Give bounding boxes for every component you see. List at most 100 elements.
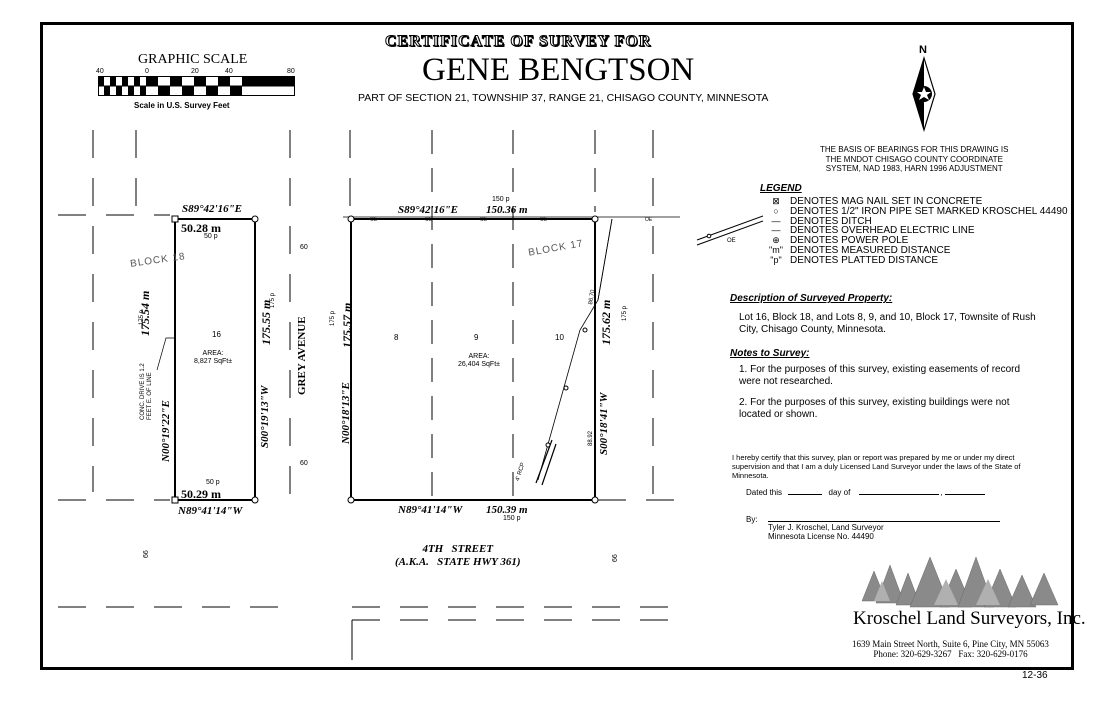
row-width-label: 60: [300, 244, 308, 251]
iron-pipe-icon: [251, 496, 259, 504]
legend-text: DENOTES 1/2" IRON PIPE SET MARKED KROSCH…: [790, 205, 1068, 217]
power-pole-icon: [563, 385, 569, 391]
day-of-label: day of: [828, 488, 851, 497]
area-label: AREA:: [202, 350, 224, 357]
b18-area: AREA:8,827 SqFt±: [194, 350, 232, 366]
lot-8-label: 8: [394, 333, 399, 342]
notes-title: Notes to Survey:: [730, 348, 810, 359]
legend-text: DENOTES DITCH: [790, 215, 872, 227]
lot-10-label: 10: [555, 333, 564, 342]
month-blank: [858, 494, 939, 495]
oe-label: OE: [425, 217, 433, 223]
power-pole-icon: [545, 442, 551, 448]
signature-line: [768, 521, 1000, 522]
north-label: N: [919, 44, 927, 56]
scale-tick-label: 0: [145, 68, 149, 75]
legend-symbol: "m": [769, 244, 783, 255]
oe-label: OE: [645, 217, 653, 223]
iron-pipe-icon: [251, 215, 259, 223]
date-comma: ,: [940, 488, 943, 497]
legend-text: DENOTES OVERHEAD ELECTRIC LINE: [790, 225, 975, 237]
legend-item: ⊠DENOTES MAG NAIL SET IN CONCRETE: [762, 196, 1068, 207]
surveyor-info: Tyler J. Kroschel, Land Surveyor Minneso…: [768, 523, 884, 541]
scale-tick-label: 40: [225, 68, 233, 75]
b17-west-bearing: N00°18'13"E: [340, 382, 352, 444]
b18-south-distance: 50.29 m: [181, 487, 221, 501]
legend-text: DENOTES POWER POLE: [790, 235, 909, 247]
iron-pipe-icon: [347, 215, 355, 223]
legend-symbol: "p": [770, 254, 782, 265]
description-title: Description of Surveyed Property:: [730, 293, 893, 304]
location-subtitle: PART OF SECTION 21, TOWNSHIP 37, RANGE 2…: [358, 92, 769, 104]
b17-south-bearing: N89°41'14"W: [398, 504, 463, 516]
b17-west-plat: 175 p: [330, 310, 336, 326]
iron-pipe-icon: [591, 496, 599, 504]
b17-south-distance: 150.39 m: [486, 504, 528, 516]
lot-9-label: 9: [474, 333, 479, 342]
by-label: By:: [746, 515, 758, 524]
b18-south-bearing: N89°41'14"W: [178, 505, 243, 517]
legend-text: DENOTES PLATTED DISTANCE: [790, 254, 938, 266]
b17-north-distance: 150.36 m: [486, 204, 528, 216]
b18-south-plat: 50 p: [206, 479, 220, 486]
iron-pipe-icon: [347, 496, 355, 504]
scale-tick-label: 20: [191, 68, 199, 75]
b17-south-plat: 150 p: [503, 515, 521, 522]
sheet-number: 12-36: [1022, 670, 1048, 681]
b17-area: AREA:26,404 SqFt±: [458, 353, 500, 369]
svg-text:OE: OE: [727, 238, 736, 244]
scale-tick-label: 80: [287, 68, 295, 75]
year-blank: [945, 494, 985, 495]
dated-label: Dated this: [746, 488, 783, 497]
oe-label: OE: [370, 217, 378, 223]
b18-west-plat: 175 p: [139, 309, 145, 325]
legend-item: ○ DENOTES 1/2" IRON PIPE SET MARKED KROSC…: [762, 205, 1068, 217]
legend-item: "m"DENOTES MEASURED DISTANCE: [762, 244, 1068, 256]
mag-nail-icon: [171, 496, 179, 504]
b17-east-plat: 175 p: [622, 305, 628, 321]
row-width-label: 66: [612, 554, 619, 562]
scale-tick-label: 40: [96, 68, 104, 75]
row-width-label: 60: [300, 460, 308, 467]
description-text: Lot 16, Block 18, and Lots 8, 9, and 10,…: [739, 312, 1036, 335]
company-name: Kroschel Land Surveyors, Inc.: [853, 608, 1086, 629]
legend-symbol: —: [771, 225, 781, 236]
fourth-street-label: 4TH STREET (A.K.A. STATE HWY 361): [395, 543, 521, 568]
lot-16-label: 16: [212, 330, 221, 339]
area-label: AREA:: [468, 353, 490, 360]
b17-east-bearing: S00°18'41"W: [598, 392, 610, 455]
b18-west-bearing: N00°19'22"E: [160, 400, 172, 462]
graphic-scale-bar: [98, 76, 295, 96]
b18-north-distance: 50.28 m: [181, 221, 221, 235]
b18-north-plat: 50 p: [204, 233, 218, 240]
b18-east-plat: 175 p: [270, 292, 276, 308]
culvert: [535, 439, 553, 484]
ditch-distance-label: 88.92: [588, 430, 594, 446]
client-name: GENE BENGTSON: [422, 52, 695, 88]
conc-drive-note: CONC. DRIVE IS 1.2 FEET E. OF LINE: [140, 363, 153, 420]
mag-nail-icon: [171, 215, 179, 223]
legend-symbol: —: [771, 215, 781, 226]
north-arrow-icon: [912, 56, 936, 133]
scale-unit-label: Scale in U.S. Survey Feet: [134, 101, 230, 110]
company-address: 1639 Main Street North, Suite 6, Pine Ci…: [852, 639, 1049, 659]
legend-item: — DENOTES DITCH: [762, 215, 1068, 227]
graphic-scale-title: GRAPHIC SCALE: [138, 52, 248, 67]
power-pole-icon: ⊕: [772, 235, 780, 246]
legend-item: ⊕ DENOTES POWER POLE: [762, 235, 1068, 247]
legend-text: DENOTES MAG NAIL SET IN CONCRETE: [790, 196, 983, 207]
b17-north-plat: 150 p: [492, 196, 510, 203]
dated-line: Dated this day of ,: [746, 488, 985, 497]
b18-north-bearing: S89°42'16"E: [182, 203, 243, 215]
b17-west-distance: 175.57 m: [340, 302, 354, 348]
area-value: 8,827 SqFt±: [194, 358, 233, 365]
legend-line-samples: OE: [696, 215, 764, 246]
legend-symbol: ○: [773, 205, 779, 216]
row-width-label: 66: [143, 550, 150, 558]
area-value: 26,404 SqFt±: [458, 361, 500, 368]
iron-pipe-icon: [591, 215, 599, 223]
note-item: 2. For the purposes of this survey, exis…: [739, 397, 1010, 420]
leader-line: [156, 337, 175, 371]
legend-title: LEGEND: [760, 183, 802, 194]
